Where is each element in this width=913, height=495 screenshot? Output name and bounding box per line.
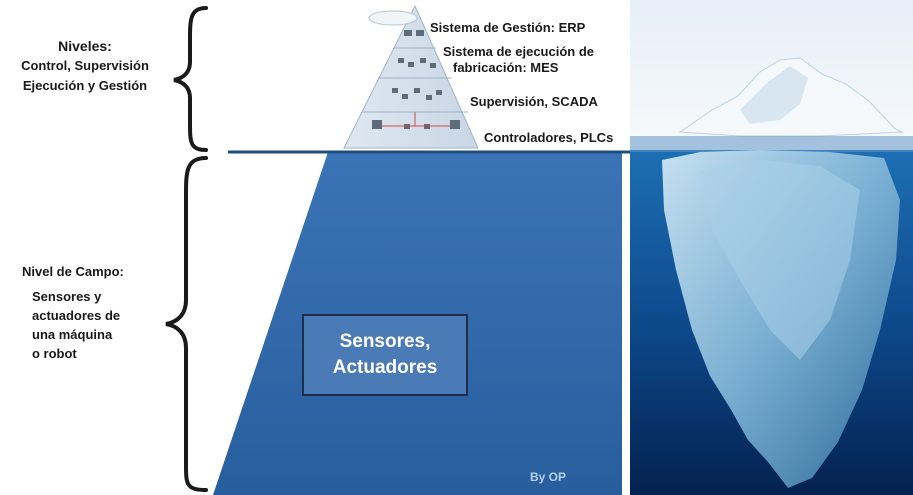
levels-heading: Niveles:: [58, 38, 112, 54]
sensors-actuators-box: Sensores, Actuadores: [302, 314, 468, 396]
author-credit: By OP: [530, 470, 567, 484]
field-line-2: actuadores de: [32, 308, 121, 323]
level-mes-label: Sistema de ejecución de fabricación: MES: [443, 44, 595, 75]
field-line-3: una máquina: [32, 327, 113, 342]
management-levels-label: Niveles: Control, Supervisión Ejecución …: [0, 36, 170, 96]
field-line-4: o robot: [32, 346, 77, 361]
iceberg-photo: [630, 0, 913, 495]
field-line-1: Sensores y: [32, 289, 102, 304]
box-line-2: Actuadores: [332, 357, 438, 378]
levels-line-1: Control, Supervisión: [21, 58, 149, 73]
levels-line-2: Ejecución y Gestión: [22, 78, 148, 93]
brace-bottom: [165, 156, 208, 492]
level-erp-label: Sistema de Gestión: ERP: [430, 20, 586, 35]
automation-pyramid: [343, 4, 479, 149]
brace-top: [173, 6, 208, 152]
level-scada-label: Supervisión, SCADA: [470, 94, 598, 109]
box-line-1: Sensores,: [339, 331, 431, 352]
field-level-label: Nivel de Campo: Sensores y actuadores de…: [22, 262, 124, 363]
field-heading: Nivel de Campo:: [22, 264, 124, 279]
level-plc-label: Controladores, PLCs: [484, 130, 614, 145]
